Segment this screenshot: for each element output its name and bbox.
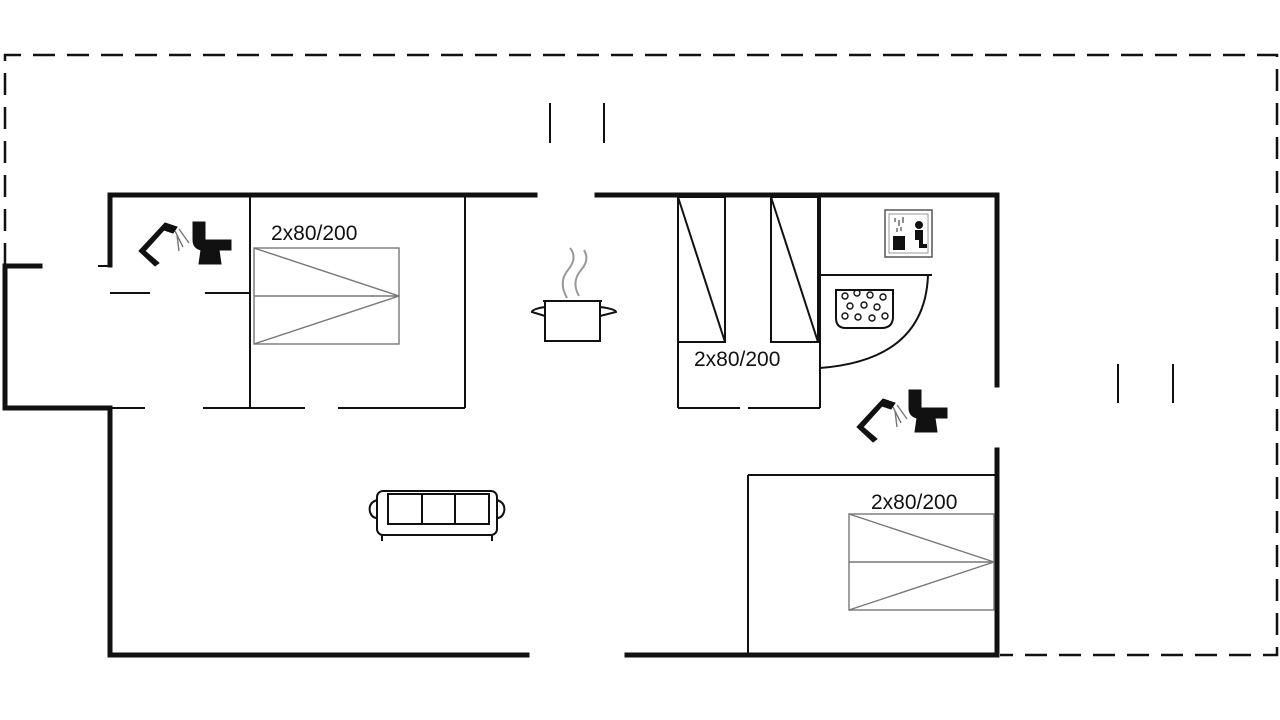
sauna-icon — [884, 209, 933, 258]
bedroom-1: 2x80/200 — [253, 222, 400, 345]
toilet-icon — [192, 221, 232, 265]
double-bed — [848, 513, 995, 611]
window-marks — [549, 103, 1174, 403]
bed-size-label: 2x80/200 — [271, 222, 357, 245]
bedroom-3: 2x80/200 — [848, 491, 995, 611]
cooking-pot-icon — [530, 247, 618, 342]
bed-size-label: 2x80/200 — [694, 348, 780, 371]
bedroom-2: 2x80/200 — [677, 196, 819, 371]
toilet-icon — [908, 389, 948, 433]
exterior-walls — [2, 192, 1000, 658]
bed-size-label: 2x80/200 — [871, 491, 957, 514]
single-bed — [677, 196, 726, 343]
shower-icon — [138, 222, 190, 267]
interior-walls — [110, 195, 997, 655]
single-bed — [770, 196, 819, 343]
sofa-icon — [368, 490, 506, 541]
shower-icon — [856, 398, 908, 443]
whirlpool-icon — [819, 274, 929, 369]
terrace-outline — [3, 53, 1279, 657]
double-bed — [253, 247, 400, 345]
